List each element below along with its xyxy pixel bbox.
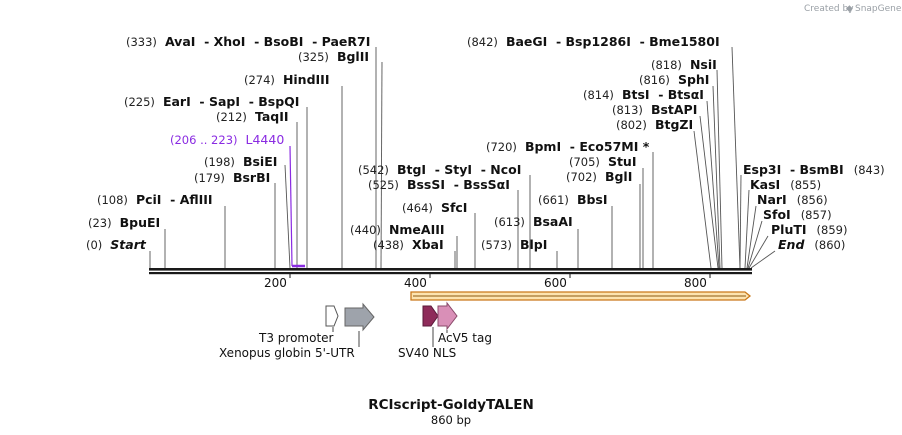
site-label-esp3i[interactable]: Esp3I - BsmBI(843): [743, 162, 885, 177]
leader-esp3i: [739, 174, 742, 269]
leader-nari: [746, 205, 757, 269]
leader-sfoi: [747, 220, 763, 269]
feature-xenopus-utr[interactable]: [344, 302, 375, 332]
site-label-pcii[interactable]: (108)PciI - AflIII: [97, 192, 213, 207]
site-label-taqii[interactable]: (212)TaqII: [216, 109, 289, 124]
primer-label-l4440[interactable]: (206 .. 223)L4440: [170, 132, 284, 147]
tick-label-800: 800: [684, 276, 707, 290]
feature-label-sv40-nls: SV40 NLS: [398, 346, 456, 360]
site-label-stui[interactable]: (705)StuI: [569, 154, 636, 169]
leader-btsi: [706, 100, 720, 269]
credit-brand: SnapGene: [855, 4, 902, 14]
feature-t3-promoter[interactable]: [325, 305, 339, 327]
snapgene-credit: Created by ◆ SnapGene: [804, 4, 902, 14]
site-label-nsii[interactable]: (818)NsiI: [651, 57, 717, 72]
primer-l4440[interactable]: [289, 145, 305, 268]
credit-text: Created by: [804, 4, 854, 14]
leader-pluti: [748, 235, 769, 269]
tick-label-200: 200: [264, 276, 287, 290]
site-label-nmeaiii[interactable]: (440)NmeAIII: [350, 222, 445, 237]
site-label-btsi[interactable]: (814)BtsI - BtsαI: [583, 87, 704, 102]
site-label-bpuei[interactable]: (23)BpuEI: [88, 215, 160, 230]
site-label-bsssi[interactable]: (525)BssSI - BssSαI: [368, 177, 510, 192]
site-label-end: End(860): [778, 237, 845, 252]
site-label-bsaai[interactable]: (613)BsaAI: [494, 214, 573, 229]
site-label-bsrbi[interactable]: (179)BsrBI: [194, 170, 270, 185]
site-leader-lines: [149, 46, 776, 269]
site-label-btgi[interactable]: (542)BtgI - StyI - NcoI: [358, 162, 521, 177]
leader-end: [750, 250, 776, 269]
site-label-baegi[interactable]: (842)BaeGI - Bsp1286I - Bme1580I: [467, 34, 720, 49]
site-label-btgzi[interactable]: (802)BtgZI: [616, 117, 693, 132]
feature-acv5-tag[interactable]: [437, 301, 458, 331]
leader-baegi: [731, 46, 741, 269]
axis-tick-labels: 200 400 600 800: [264, 276, 707, 290]
site-label-blpi[interactable]: (573)BlpI: [481, 237, 547, 252]
tick-label-400: 400: [404, 276, 427, 290]
leader-bsiei: [284, 164, 291, 269]
leader-kasi: [744, 189, 750, 269]
site-label-sfoi[interactable]: SfoI(857): [763, 207, 832, 222]
site-label-start: (0)Start: [86, 237, 147, 252]
site-label-xbai[interactable]: (438)XbaI: [373, 237, 444, 252]
site-labels: (333)AvaI - XhoI - BsoBI - PaeR7I (325)B…: [86, 34, 885, 252]
site-label-bstapi[interactable]: (813)BstAPI: [612, 102, 697, 117]
site-label-eari[interactable]: (225)EarI - SapI - BspQI: [124, 94, 299, 109]
site-label-pluti[interactable]: PluTI(859): [771, 222, 847, 237]
feature-leaders: [332, 327, 448, 347]
site-label-bgli[interactable]: (702)BglI: [566, 169, 632, 184]
site-label-nari[interactable]: NarI(856): [757, 192, 828, 207]
feature-sv40-nls[interactable]: [422, 305, 439, 327]
leader-sphi: [712, 85, 721, 269]
site-label-bbsi[interactable]: (661)BbsI: [538, 192, 608, 207]
tick-label-600: 600: [544, 276, 567, 290]
site-label-bpmi[interactable]: (720)BpmI - Eco57MI *: [486, 139, 650, 154]
feature-label-t3-promoter: T3 promoter: [258, 331, 334, 345]
leader-bstapi: [699, 115, 719, 269]
site-label-bglii[interactable]: (325)BglII: [298, 49, 369, 64]
feature-label-xenopus-utr: Xenopus globin 5'-UTR: [219, 346, 355, 360]
site-label-sphi[interactable]: (816)SphI: [639, 72, 709, 87]
leader-bglii: [380, 61, 383, 269]
site-label-sfci[interactable]: (464)SfcI: [402, 200, 467, 215]
leader-nsii: [716, 69, 723, 269]
site-label-hindiii[interactable]: (274)HindIII: [244, 72, 329, 87]
sequence-length: 860 bp: [431, 413, 471, 427]
site-label-kasi[interactable]: KasI(855): [750, 177, 821, 192]
snapgene-logo-icon: ◆: [846, 4, 853, 14]
orf-arrow[interactable]: [410, 291, 752, 301]
sequence-title: RCIscript-GoldyTALEN: [368, 397, 534, 413]
site-label-avai[interactable]: (333)AvaI - XhoI - BsoBI - PaeR7I: [126, 34, 370, 49]
sequence-backbone: [149, 268, 752, 278]
site-label-bsiei[interactable]: (198)BsiEI: [204, 154, 277, 169]
leader-btgzi: [693, 130, 712, 269]
feature-label-acv5-tag: AcV5 tag: [438, 331, 492, 345]
